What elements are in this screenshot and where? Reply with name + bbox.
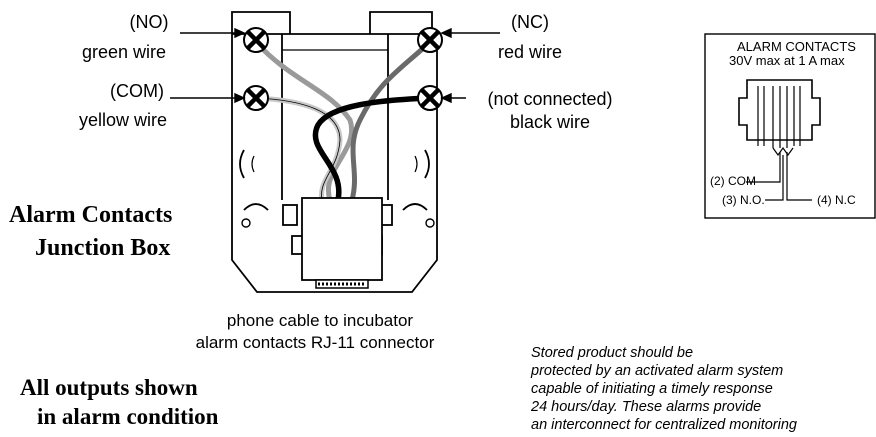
inset-com-label: (2) COM: [710, 174, 756, 188]
note-line1: Stored product should be: [531, 345, 694, 361]
screw-nc: [417, 27, 443, 53]
cable-caption-line2: alarm contacts RJ-11 connector: [195, 333, 435, 352]
wires: [253, 39, 433, 203]
inset-no-label: (3) N.O.: [722, 193, 765, 207]
black-wire: [312, 95, 433, 203]
inset-title-line1: ALARM CONTACTS: [737, 39, 856, 54]
outputs-note-line2: in alarm condition: [37, 404, 219, 429]
not-connected-code-label: (not connected): [487, 89, 613, 109]
black-wire-label: black wire: [509, 112, 591, 132]
cable-caption-line1: phone cable to incubator: [226, 311, 414, 330]
no-code-label: (NO): [129, 12, 169, 32]
nc-code-label: (NC): [511, 12, 549, 32]
junction-box-title-line1: Alarm Contacts: [9, 202, 173, 228]
screw-com: [243, 85, 269, 111]
note-line5: an interconnect for centralized monitori…: [531, 418, 797, 433]
junction-box-title-line2: Junction Box: [35, 235, 171, 261]
outputs-note-line1: All outputs shown: [20, 375, 198, 400]
note-line2: protected by an activated alarm system: [531, 363, 784, 379]
screw-no: [243, 27, 269, 53]
com-wire-label: yellow wire: [78, 110, 168, 130]
no-wire-label: green wire: [81, 42, 167, 62]
nc-wire-label: red wire: [497, 42, 563, 62]
inset-title-line2: 30V max at 1 A max: [729, 53, 845, 68]
inset-nc-label: (4) N.C: [817, 193, 856, 207]
screw-black: [417, 85, 443, 111]
note-line4: 24 hours/day. These alarms provide: [531, 399, 762, 415]
note-line3: capable of initiating a timely response: [531, 381, 773, 397]
rj11-connector: [301, 197, 383, 289]
red-wire: [349, 39, 433, 203]
label-arrows: [170, 27, 500, 104]
alarm-contacts-inset: [704, 33, 876, 219]
com-code-label: (COM): [110, 81, 164, 101]
